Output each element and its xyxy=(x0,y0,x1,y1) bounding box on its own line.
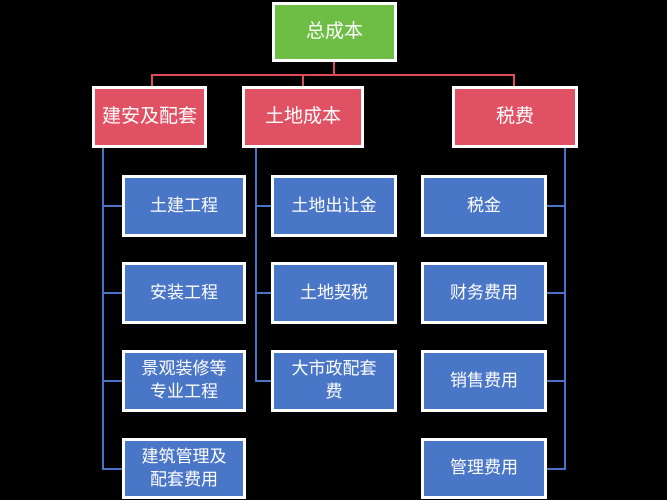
connector-right-stub-3 xyxy=(547,380,564,382)
node-land-deed-tax: 土地契税 xyxy=(271,262,397,324)
connector-left-stub-4 xyxy=(102,468,122,470)
node-civil-engineering: 土建工程 xyxy=(122,175,246,237)
node-total-cost: 总成本 xyxy=(272,2,397,62)
connector-middle-stub-1 xyxy=(255,205,271,207)
connector-middle-stub-2 xyxy=(255,292,271,294)
connector-drop-construction xyxy=(151,74,153,87)
connector-middle-stub-3 xyxy=(255,380,271,382)
connector-drop-land xyxy=(302,74,304,87)
node-landscape-decoration-engineering: 景观装修等 专业工程 xyxy=(122,350,246,412)
connector-left-vertical xyxy=(102,148,104,470)
node-taxes-fees: 税费 xyxy=(452,86,578,148)
node-construction-and-supporting: 建安及配套 xyxy=(92,86,207,148)
node-sales-expenses: 销售费用 xyxy=(421,350,547,412)
connector-right-stub-4 xyxy=(547,468,566,470)
connector-left-stub-1 xyxy=(102,205,122,207)
connector-right-vertical xyxy=(564,148,566,470)
node-land-cost: 土地成本 xyxy=(242,86,364,148)
node-municipal-supporting-fee: 大市政配套 费 xyxy=(271,350,397,412)
connector-left-stub-3 xyxy=(102,380,122,382)
node-management-expenses: 管理费用 xyxy=(421,438,547,499)
connector-top-horizontal xyxy=(151,74,515,76)
connector-left-stub-2 xyxy=(102,292,122,294)
connector-middle-vertical xyxy=(255,148,257,382)
node-land-transfer-fee: 土地出让金 xyxy=(271,175,397,237)
node-installation-engineering: 安装工程 xyxy=(122,262,246,324)
connector-right-stub-1 xyxy=(547,205,564,207)
connector-drop-tax xyxy=(513,74,515,87)
node-financial-expenses: 财务费用 xyxy=(421,262,547,324)
connector-root-stub xyxy=(333,62,335,75)
node-tax: 税金 xyxy=(421,175,547,237)
connector-right-stub-2 xyxy=(547,292,564,294)
node-construction-management-fees: 建筑管理及 配套费用 xyxy=(122,438,246,499)
